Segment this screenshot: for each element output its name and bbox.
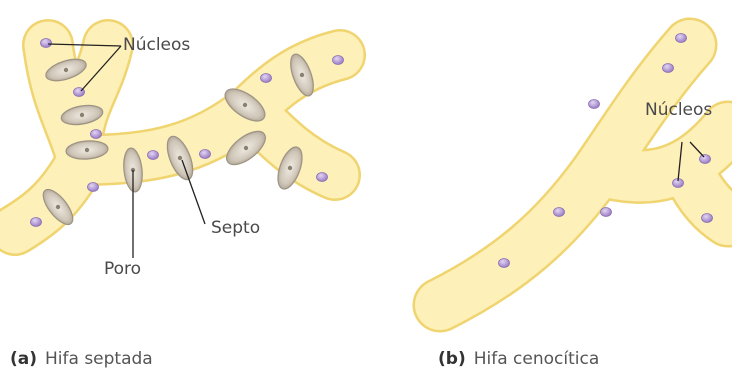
nucleus	[676, 34, 687, 43]
nucleus	[88, 183, 99, 192]
caption-a-text: Hifa septada	[45, 349, 153, 369]
poro-label: Poro	[104, 259, 141, 279]
caption-b: (b) Hifa cenocítica	[438, 349, 599, 369]
caption-a-letter: (a)	[10, 349, 37, 369]
nucleus	[91, 130, 102, 139]
coenocytic-hypha	[440, 34, 728, 306]
nucleos-label-b: Núcleos	[645, 100, 712, 120]
nucleus	[589, 100, 600, 109]
nucleus	[700, 155, 711, 164]
nucleus	[333, 56, 344, 65]
nucleus	[317, 173, 328, 182]
nucleus	[702, 214, 713, 223]
nucleus	[261, 74, 272, 83]
caption-b-letter: (b)	[438, 349, 466, 369]
caption-b-text: Hifa cenocítica	[474, 349, 600, 369]
nucleus	[31, 218, 42, 227]
nucleus	[200, 150, 211, 159]
nucleus	[41, 39, 52, 48]
caption-a: (a) Hifa septada	[10, 349, 153, 369]
nucleus	[663, 64, 674, 73]
nucleus	[554, 208, 565, 217]
nucleus	[601, 208, 612, 217]
nucleus	[499, 259, 510, 268]
nucleos-label-a: Núcleos	[123, 35, 190, 55]
septo-label: Septo	[211, 218, 260, 238]
septate-hypha	[15, 39, 344, 259]
nucleus	[148, 151, 159, 160]
